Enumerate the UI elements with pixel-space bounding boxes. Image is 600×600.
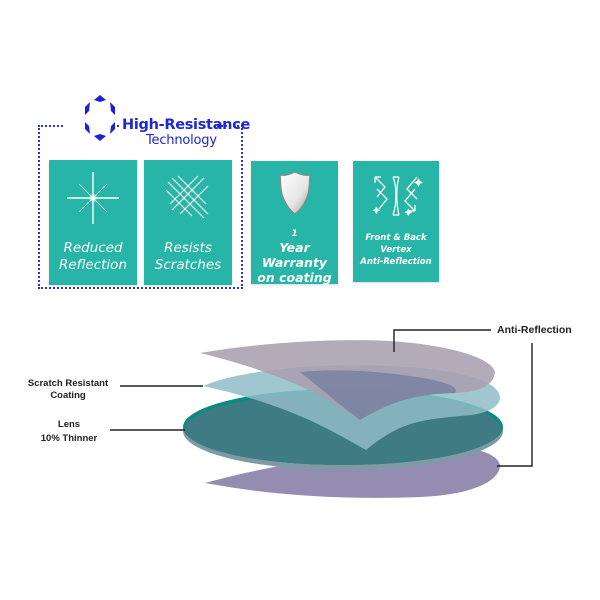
feature-card-label: Front & Back Vertex Anti-Reflection [353, 232, 439, 268]
feature-card-warranty: 1 Year Warranty on coating [251, 161, 338, 285]
scratches-icon [164, 170, 212, 226]
label-line: Anti-Reflection [360, 257, 432, 267]
hexagon-ring-logo-icon [78, 92, 122, 144]
shield-icon [278, 170, 312, 216]
label-line: Vertex [380, 245, 412, 255]
label-line: Front & Back [365, 233, 427, 243]
feature-card-label: 1 Year Warranty on coating [251, 229, 338, 285]
label-line: Warranty [261, 255, 328, 270]
label-line: Scratches [154, 257, 222, 273]
vertex-reflection-icon [371, 173, 423, 219]
brand-subtitle: Technology [146, 133, 217, 148]
callout-anti-reflection: Anti-Reflection [497, 324, 572, 336]
label-line: on coating [257, 270, 332, 285]
callout-scratch-resistant: Scratch Resistant Coating [18, 378, 118, 402]
feature-card-reduced-reflection: Reduced Reflection [49, 160, 137, 285]
callout-line-anti-reflection [393, 329, 491, 352]
frame-gap-mask [64, 115, 116, 131]
callout-line1: Lens [57, 419, 81, 430]
callout-line-anti-reflection-bottom [497, 343, 533, 467]
label-line: Resists [164, 240, 212, 256]
callout-line1: Scratch Resistant [27, 378, 109, 389]
label-line: Year [279, 240, 310, 255]
brand-title: High-Resistance [122, 117, 251, 133]
sparkle-icon [65, 168, 121, 228]
callout-line2: 10% Thinner [40, 433, 98, 444]
label-line: 1 [291, 229, 298, 239]
frame-gap-mask-title [120, 118, 216, 132]
label-line: Reduced [63, 240, 123, 256]
feature-card-vertex-anti-reflection: Front & Back Vertex Anti-Reflection [353, 161, 439, 282]
label-line: Reflection [59, 257, 127, 273]
feature-card-label: Reduced Reflection [49, 240, 137, 274]
feature-card-resists-scratches: Resists Scratches [144, 160, 232, 285]
feature-card-label: Resists Scratches [144, 240, 232, 274]
callout-line2: Coating [50, 390, 86, 401]
callout-lens: Lens 10% Thinner [28, 419, 110, 445]
